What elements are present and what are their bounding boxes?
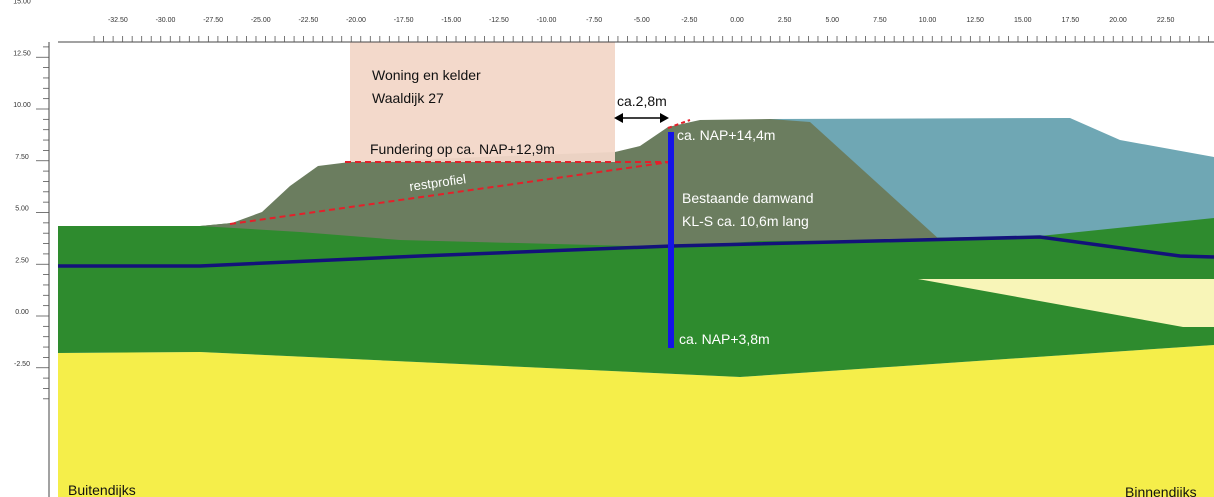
x-tick-label: -10.00 <box>537 17 557 24</box>
x-tick-label: 7.50 <box>873 17 887 24</box>
x-tick-label: 20.00 <box>1109 17 1127 24</box>
y-tick-label: -2.50 <box>14 361 30 368</box>
top-level-label: ca. NAP+14,4m <box>677 127 775 143</box>
sheetpile-label-line1: Bestaande damwand <box>682 190 814 206</box>
y-tick-label: 15.00 <box>13 0 31 6</box>
distance-label: ca.2,8m <box>617 93 667 109</box>
x-tick-label: -5.00 <box>634 17 650 24</box>
y-tick-label: 12.50 <box>13 50 31 57</box>
house-label-line1: Woning en kelder <box>372 67 481 83</box>
left-ruler: 17.5015.0012.5010.007.505.002.500.00-2.5… <box>13 0 50 497</box>
y-tick-label: 0.00 <box>15 309 29 316</box>
y-tick-label: 7.50 <box>15 154 29 161</box>
restprofile-line <box>229 161 671 225</box>
x-tick-label: 12.50 <box>966 17 984 24</box>
sand-layer <box>58 345 1214 497</box>
house-and-cellar <box>350 42 615 162</box>
y-tick-label: 5.00 <box>15 206 29 213</box>
dike-core <box>200 119 940 247</box>
x-tick-label: -2.50 <box>681 17 697 24</box>
x-tick-label: 2.50 <box>778 17 792 24</box>
sheetpile-label-line2: KL-S ca. 10,6m lang <box>682 213 809 229</box>
left-minor-ticks <box>36 46 49 400</box>
bottom-level-label: ca. NAP+3,8m <box>679 331 770 347</box>
x-tick-label: 15.00 <box>1014 17 1032 24</box>
x-tick-label: 10.00 <box>919 17 937 24</box>
x-tick-label: -17.50 <box>394 17 414 24</box>
top-ruler: -32.50 -30.00 -27.50 -25.00 -22.50 -20.00 -17.… <box>58 17 1214 43</box>
x-tick-label: -27.50 <box>203 17 223 24</box>
foundation-label: Fundering op ca. NAP+12,9m <box>370 141 555 157</box>
green-layer <box>58 216 1214 377</box>
x-tick-label: -20.00 <box>346 17 366 24</box>
x-tick-label: -15.00 <box>441 17 461 24</box>
x-tick-label: -25.00 <box>251 17 271 24</box>
house-label-line2: Waaldijk 27 <box>372 90 444 106</box>
x-tick-label: 5.00 <box>825 17 839 24</box>
x-tick-label: -32.50 <box>108 17 128 24</box>
light-sand-lens <box>918 279 1214 327</box>
sheet-pile <box>668 132 674 348</box>
x-tick-label: -12.50 <box>489 17 509 24</box>
x-tick-label: -22.50 <box>298 17 318 24</box>
inner-side-label: Binnendijks <box>1125 484 1197 497</box>
x-tick-label: -30.00 <box>156 17 176 24</box>
distance-arrow <box>614 113 669 123</box>
crest-red-mark <box>667 119 691 129</box>
left-tick-labels: 17.5015.0012.5010.007.505.002.500.00-2.5… <box>13 0 31 368</box>
x-tick-label: 22.50 <box>1157 17 1175 24</box>
x-tick-label: -7.50 <box>586 17 602 24</box>
x-tick-label: 0.00 <box>730 17 744 24</box>
top-minor-ticks <box>93 36 1209 42</box>
x-tick-label: 17.50 <box>1062 17 1080 24</box>
y-tick-label: 2.50 <box>15 257 29 264</box>
outer-side-label: Buitendijks <box>68 482 136 497</box>
y-tick-label: 10.00 <box>13 102 31 109</box>
top-tick-labels: -32.50 -30.00 -27.50 -25.00 -22.50 -20.00 -17.… <box>108 17 1175 24</box>
